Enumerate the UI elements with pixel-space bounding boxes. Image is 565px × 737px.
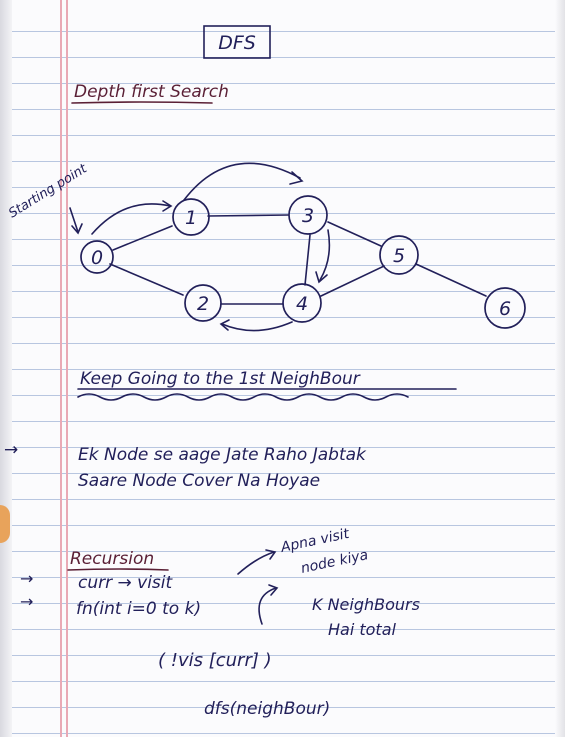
step-2-arrow: → — [20, 592, 33, 611]
page-edge — [555, 0, 565, 737]
step-1-arrow: → — [20, 569, 33, 588]
edge-4-5 — [320, 265, 385, 297]
orange-tab — [0, 505, 10, 543]
node-4-label: 4 — [296, 293, 308, 315]
step-2-code: fn(int i=0 to k) — [76, 599, 201, 619]
rule-wavy-underline — [77, 393, 409, 401]
page-title: DFS — [218, 32, 256, 54]
condition-code: ( !vis [curr] ) — [158, 650, 272, 671]
node-6-circle — [484, 287, 526, 329]
neighbour-note-line-1: K NeighBours — [312, 595, 420, 614]
recursion-heading: Recursion — [70, 549, 154, 569]
node-1-circle — [172, 198, 210, 236]
traversal-arrow-0-1-head — [162, 200, 173, 212]
visit-note-line-1: Apna visit — [279, 526, 352, 556]
node-0-circle — [80, 240, 114, 274]
node-3-label: 3 — [302, 205, 314, 227]
edge-1-3 — [207, 214, 289, 217]
subtitle: Depth first Search — [74, 82, 229, 102]
node-2-circle — [184, 284, 222, 322]
edge-0-2 — [109, 263, 184, 296]
visit-note-line-2: node kiya — [300, 547, 370, 577]
node-5-label: 5 — [393, 245, 405, 267]
title-box — [203, 25, 271, 59]
dfs-call: dfs(neighBour) — [204, 699, 330, 719]
neighbour-note-line-2: Hai total — [328, 620, 397, 639]
graph-edges — [109, 214, 487, 305]
recursion-underline — [67, 568, 169, 571]
edge-3-4 — [304, 234, 311, 286]
edge-3-5 — [327, 221, 382, 247]
margin-line-inner — [66, 0, 68, 737]
margin-line-outer — [60, 0, 62, 737]
traversal-arrow-3-4 — [319, 229, 331, 281]
edge-0-1 — [112, 225, 173, 251]
explanation-line-2: Saare Node Cover Na Hoyae — [78, 471, 320, 491]
notebook-spine — [0, 0, 12, 737]
traversal-arrow-1-3 — [183, 162, 301, 201]
edge-5-6 — [415, 263, 487, 297]
node-4-circle — [282, 283, 322, 323]
node-6-label: 6 — [499, 298, 511, 320]
visit-note-arrow-head — [265, 549, 277, 560]
graph-nodes: 0 1 2 3 4 5 6 — [80, 195, 526, 329]
traversal-arrow-1-3-head — [289, 171, 304, 185]
node-2-label: 2 — [197, 293, 209, 315]
rule-heading: Keep Going to the 1st NeighBour — [80, 369, 361, 389]
step-1-code: curr → visit — [78, 573, 174, 593]
neighbour-note-arrow-head — [268, 584, 279, 596]
node-3-circle — [288, 195, 328, 235]
subtitle-underline — [71, 101, 213, 104]
explanation-line-1: Ek Node se aage Jate Raho Jabtak — [78, 445, 367, 465]
traversal-arrow-4-2-head — [219, 319, 230, 331]
visit-note-arrow — [237, 551, 275, 575]
node-0-label: 0 — [91, 247, 103, 269]
neighbour-note-arrow — [258, 587, 277, 625]
explanation-arrow: → — [4, 440, 18, 460]
starting-arrow-head — [71, 223, 83, 235]
node-1-label: 1 — [185, 207, 197, 229]
traversal-arrow-0-1 — [91, 203, 171, 235]
node-5-circle — [379, 235, 419, 275]
starting-arrow — [69, 207, 79, 233]
traversal-arrow-3-4-head — [315, 271, 328, 284]
starting-point-label: Starting point — [6, 161, 90, 221]
traversal-arrow-4-2 — [221, 321, 293, 332]
